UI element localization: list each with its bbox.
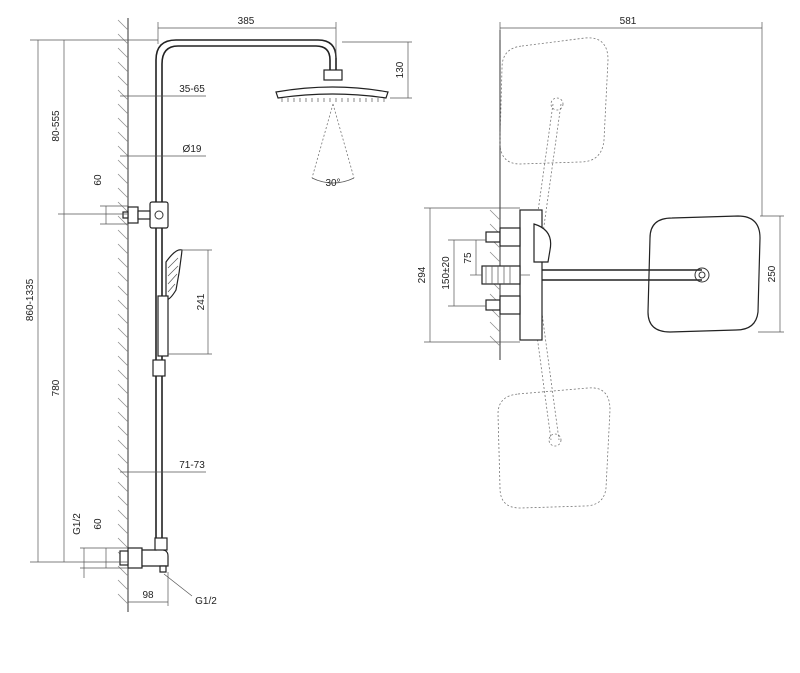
wall-hatch-line <box>117 509 129 521</box>
dim-mixer-height: 294 <box>417 266 428 283</box>
wall-hatch-line <box>117 117 129 129</box>
wall-hatch-line <box>117 271 129 283</box>
side-view: 385 130 35-65 Ø19 30° 80-555 60 860-1335… <box>25 16 412 612</box>
dim-hand-shower-length: 241 <box>196 293 207 310</box>
dim-mixer-depth: 98 <box>142 590 154 601</box>
dim-lower-height: 780 <box>51 379 62 396</box>
wall-hatch-line <box>117 201 129 213</box>
dim-pipe-diameter: Ø19 <box>183 144 202 155</box>
wall-hatch-line <box>117 187 129 199</box>
wall-hatch-line <box>117 341 129 353</box>
dim-thread-top: G1/2 <box>72 513 83 535</box>
wall-hatch-line <box>117 467 129 479</box>
top-head <box>530 215 761 333</box>
rain-shower-head <box>275 69 389 184</box>
dim-connection-spacing-bottom: 60 <box>93 518 104 530</box>
wall-hatch-line <box>117 159 129 171</box>
top-mixer <box>481 209 552 341</box>
wall-hatch-line <box>117 411 129 423</box>
wall <box>117 18 129 612</box>
wall-hatch-line <box>117 103 129 115</box>
wall-hatch-line <box>117 173 129 185</box>
wall-hatch-line <box>117 19 129 31</box>
dim-wall-gap-head: 35-65 <box>179 84 205 95</box>
wall-hatch-line <box>117 257 129 269</box>
wall-hatch-line <box>117 75 129 87</box>
wall-bracket-top <box>122 206 151 224</box>
dim-arm-reach: 385 <box>238 16 255 27</box>
wall-hatch-line <box>117 565 129 577</box>
dim-upper-adjust: 80-555 <box>51 110 62 142</box>
wall-hatch-line <box>117 425 129 437</box>
wall-hatch-line <box>117 313 129 325</box>
wall-hatch-line <box>489 335 501 347</box>
hand-shower <box>157 249 183 357</box>
side-dimension-labels: 385 130 35-65 Ø19 30° 80-555 60 860-1335… <box>25 16 406 607</box>
wall-hatch-line <box>117 369 129 381</box>
wall-hatch-line <box>117 243 129 255</box>
wall-hatch-line <box>117 439 129 451</box>
wall-hatch-line <box>117 495 129 507</box>
wall-hatch-line <box>117 299 129 311</box>
dim-connection-spacing-top: 60 <box>93 174 104 186</box>
wall-hatch-line <box>117 593 129 605</box>
dim-inner-spacing: 75 <box>463 252 474 264</box>
bottom-mixer <box>119 537 169 573</box>
wall-hatch-line <box>117 89 129 101</box>
wall-hatch-line <box>117 523 129 535</box>
dim-wall-gap-bottom: 71-73 <box>179 460 205 471</box>
wall-hatch-line <box>117 131 129 143</box>
dim-head-height: 130 <box>395 61 406 78</box>
wall-hatch-line <box>117 383 129 395</box>
dim-total-height: 860-1335 <box>25 278 36 321</box>
top-view: 581 294 150±20 75 250 <box>417 16 784 509</box>
shower-column <box>149 39 337 562</box>
dim-spray-angle: 30° <box>325 178 340 189</box>
wall-hatch-line <box>117 229 129 241</box>
wall-hatch-line <box>489 209 501 221</box>
wall-hatch-line <box>117 579 129 591</box>
wall-hatch-line <box>117 145 129 157</box>
wall-hatch-line <box>117 397 129 409</box>
wall-hatch-line <box>117 537 129 549</box>
wall-hatch-line <box>117 47 129 59</box>
wall-hatch-line <box>117 453 129 465</box>
wall-hatch-line <box>489 321 501 333</box>
wall-hatch-line <box>117 61 129 73</box>
wall-hatch-line <box>117 327 129 339</box>
wall-hatch-line <box>489 251 501 263</box>
dim-overall-width: 581 <box>620 16 637 27</box>
wall-hatch-line <box>117 355 129 367</box>
wall-hatch-line <box>117 285 129 297</box>
dim-thread-bottom: G1/2 <box>195 596 217 607</box>
side-dimension-lines <box>30 22 412 606</box>
wall-hatch-line <box>117 33 129 45</box>
top-dimension-lines <box>424 22 784 343</box>
dim-inlet-spacing: 150±20 <box>441 256 452 290</box>
wall-hatch-line <box>117 481 129 493</box>
dim-head-width: 250 <box>767 265 778 282</box>
top-dimension-labels: 581 294 150±20 75 250 <box>417 16 778 290</box>
